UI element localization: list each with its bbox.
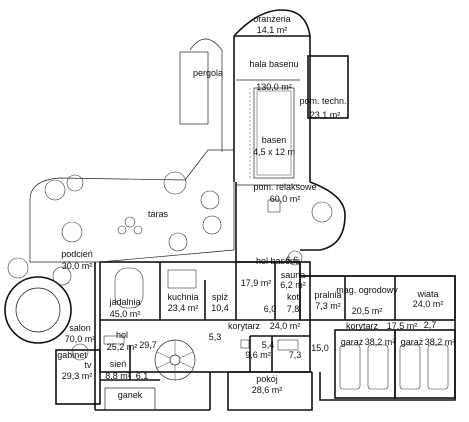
hol-area: 25,2 m² bbox=[107, 342, 138, 352]
korytarz-17-name: korytarz bbox=[346, 321, 379, 331]
small-53-area: 5,3 bbox=[209, 332, 222, 342]
garaz-2-area: 38,2 m² bbox=[425, 337, 456, 347]
small-60-area: 6,0 bbox=[264, 304, 277, 314]
stair-landing-area: 29,7 bbox=[139, 340, 157, 350]
garden-trees bbox=[7, 171, 303, 361]
kuchnia-area: 23,4 m² bbox=[168, 303, 199, 313]
garaz-1-name: garaż bbox=[341, 337, 364, 347]
spiz-name: spiż bbox=[212, 292, 229, 302]
pool bbox=[249, 87, 295, 179]
mag-ogrodowy-name: mag. ogrodowy bbox=[336, 285, 398, 295]
podcien-name: podcień bbox=[61, 249, 93, 259]
small-73-area: 7,3 bbox=[289, 350, 302, 360]
lazienka-96-area: 9,6 m² bbox=[245, 350, 271, 360]
pralnia-name: pralnia bbox=[314, 290, 341, 300]
sien-area: 8,8 m² bbox=[105, 371, 131, 381]
kuchnia-name: kuchnia bbox=[167, 292, 198, 302]
basen-size: 4,5 x 12 m bbox=[253, 147, 295, 157]
small-27-area: 2,7 bbox=[424, 320, 437, 330]
small-66-area: 6,6 bbox=[286, 255, 299, 265]
pom-relaksowe-name: pom. relaksowe bbox=[253, 182, 316, 192]
pom-techn-area: 23,1 m² bbox=[310, 110, 341, 120]
basen-name: basen bbox=[262, 135, 287, 145]
garaz-2-name: garaż bbox=[401, 337, 424, 347]
wiata-area: 24,0 m² bbox=[413, 299, 444, 309]
lazienka-54-area: 5,4 bbox=[262, 340, 275, 350]
hala-basenu-area: 130,0 m² bbox=[256, 82, 292, 92]
wiata-name: wiata bbox=[416, 289, 438, 299]
hol-basenu-area: 17,9 m² bbox=[241, 278, 272, 288]
hol-basenu-name: hol basenu bbox=[256, 256, 300, 266]
gabinet-suffix: tv bbox=[84, 360, 92, 370]
podcien-area: 30,0 m² bbox=[62, 261, 93, 271]
pom-relaksowe-area: 60,0 m² bbox=[270, 194, 301, 204]
garaz-1-area: 38,2 m² bbox=[365, 337, 396, 347]
kot-name: kot bbox=[287, 292, 300, 302]
pergola-name: pergola bbox=[193, 68, 223, 78]
sauna-name: sauna bbox=[281, 270, 306, 280]
hol-name: hol bbox=[116, 330, 128, 340]
pokoj-name: pokój bbox=[256, 374, 278, 384]
gabinet-name: gabinet bbox=[57, 350, 87, 360]
oranzeria-area: 14,1 m² bbox=[257, 25, 288, 35]
korytarz-24-area: 24,0 m² bbox=[270, 321, 301, 331]
room-labels: oranżeria 14,1 m² hala basenu 130,0 m² b… bbox=[57, 14, 455, 400]
pom-techn-name: pom. techn. bbox=[299, 96, 346, 106]
kot-area: 7,8 bbox=[287, 304, 300, 314]
small-61-area: 6,1 bbox=[136, 371, 149, 381]
gabinet-area: 29,3 m² bbox=[62, 371, 93, 381]
jadalnia-area: 45,0 m² bbox=[110, 309, 141, 319]
pralnia-area: 7,3 m² bbox=[315, 301, 341, 311]
taras-name: taras bbox=[148, 209, 169, 219]
jadalnia-name: jadalnia bbox=[108, 297, 140, 307]
salon-name: salon bbox=[69, 323, 91, 333]
spiz-area: 10,4 bbox=[211, 303, 229, 313]
ganek-name: ganek bbox=[118, 390, 143, 400]
mag-ogrodowy-suffix-area: 20,5 m² bbox=[352, 306, 383, 316]
furniture bbox=[61, 199, 449, 390]
korytarz-24-name: korytarz bbox=[228, 321, 261, 331]
salon-area: 70,0 m² bbox=[65, 334, 96, 344]
sien-name: sień bbox=[110, 359, 127, 369]
korytarz-17-area: 17,5 m² bbox=[387, 321, 418, 331]
pokoj-area: 28,6 m² bbox=[252, 385, 283, 395]
small-150-area: 15,0 bbox=[311, 343, 329, 353]
hala-basenu-name: hala basenu bbox=[249, 59, 298, 69]
sauna-area: 6,2 m² bbox=[280, 280, 306, 290]
interior-walls bbox=[100, 79, 396, 381]
oranzeria-name: oranżeria bbox=[253, 14, 291, 24]
